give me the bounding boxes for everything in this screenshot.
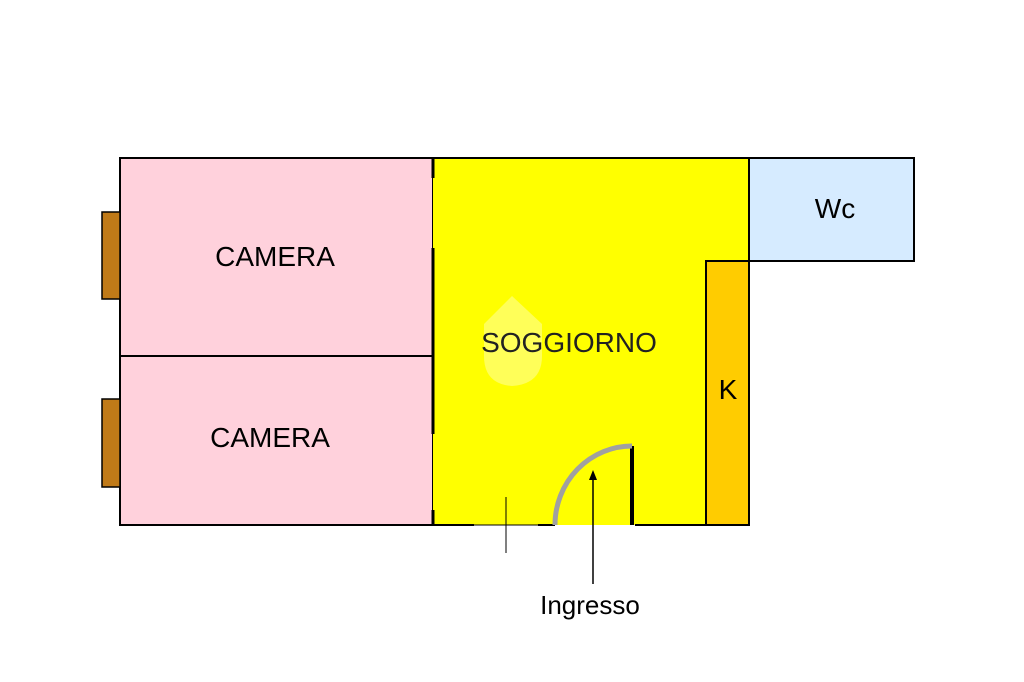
window-camera-top	[101, 211, 121, 300]
soggiorno-walls	[433, 157, 750, 526]
label-ingresso: Ingresso	[540, 590, 640, 620]
door-swing-icon	[552, 443, 633, 526]
house-marker-icon	[484, 296, 542, 386]
window-camera-bottom	[101, 398, 121, 488]
label-soggiorno: SOGGIORNO	[481, 327, 657, 358]
room-soggiorno	[433, 158, 749, 525]
label-kitchen: K	[719, 374, 738, 405]
window-soggiorno	[474, 497, 538, 553]
room-kitchen	[705, 260, 750, 526]
room-camera-top	[119, 157, 434, 357]
room-camera-bottom	[119, 355, 434, 526]
label-wc: Wc	[815, 193, 855, 224]
label-camera-bottom: CAMERA	[210, 422, 330, 453]
arrow-up-icon	[589, 470, 597, 584]
label-camera-top: CAMERA	[215, 241, 335, 272]
room-wc	[748, 157, 915, 262]
